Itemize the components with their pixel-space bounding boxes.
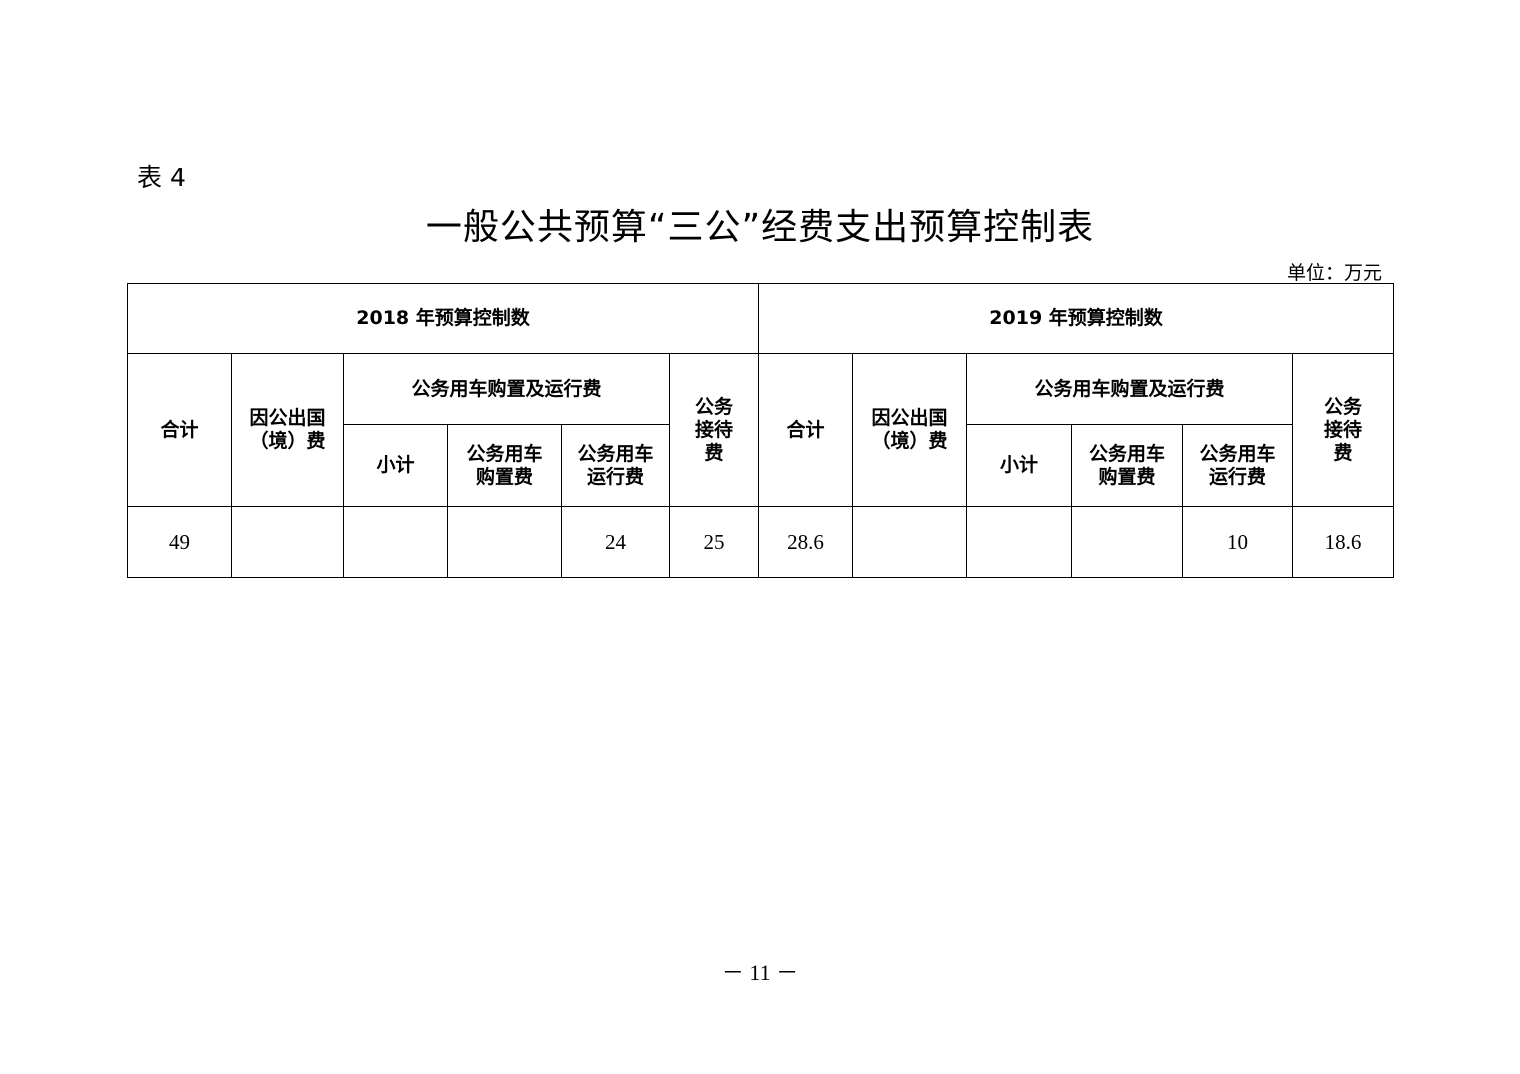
group-header-row: 2018 年预算控制数 2019 年预算控制数 [126,283,1395,354]
header-vehicle: 公务用车购置及运行费 [343,353,670,425]
cell [343,506,448,578]
cell [1071,506,1184,578]
cell: 49 [127,506,232,578]
header-reception: 公务接待费 [668,353,760,507]
header-subtotal: 小计 [966,424,1073,507]
header-subtotal: 小计 [343,424,448,507]
header-vehicle-purchase: 公务用车购置费 [447,424,562,507]
group-2019: 2019 年预算控制数 [758,283,1395,354]
cell [447,506,562,578]
cell: 18.6 [1292,506,1395,578]
header-vehicle-purchase: 公务用车购置费 [1071,424,1184,507]
group-2018: 2018 年预算控制数 [126,283,760,354]
cell: 25 [668,506,760,578]
header-reception: 公务接待费 [1292,353,1395,507]
header-row: 合计 因公出国（境）费 公务用车购置及运行费 公务接待费 合计 因公出国（境）费… [127,353,1395,507]
header-vehicle: 公务用车购置及运行费 [966,353,1294,425]
header-total: 合计 [127,353,232,507]
cell [852,506,968,578]
budget-table: 2018 年预算控制数 2019 年预算控制数 合计 因公出国（境）费 公务用车… [126,283,1395,578]
page-number: － 11 － [721,960,799,985]
unit-label: 单位：万元 [1286,262,1382,284]
header-abroad: 因公出国（境）费 [231,353,344,507]
cell: 28.6 [758,506,854,578]
header-vehicle-operation: 公务用车运行费 [1182,424,1294,507]
page-title: 一般公共预算“三公”经费支出预算控制表 [425,207,1095,248]
cell: 10 [1182,506,1294,578]
table-label: 表 4 [137,163,186,192]
cell [231,506,344,578]
cell: 24 [561,506,670,578]
cell [966,506,1073,578]
header-total: 合计 [758,353,854,507]
header-abroad: 因公出国（境）费 [852,353,968,507]
header-vehicle-operation: 公务用车运行费 [561,424,670,507]
subheader-row: 小计 公务用车购置费 公务用车运行费 小计 公务用车购置费 公务用车运行费 [128,424,1394,507]
table-row: 49 24 25 28.6 10 18.6 [127,506,1395,578]
